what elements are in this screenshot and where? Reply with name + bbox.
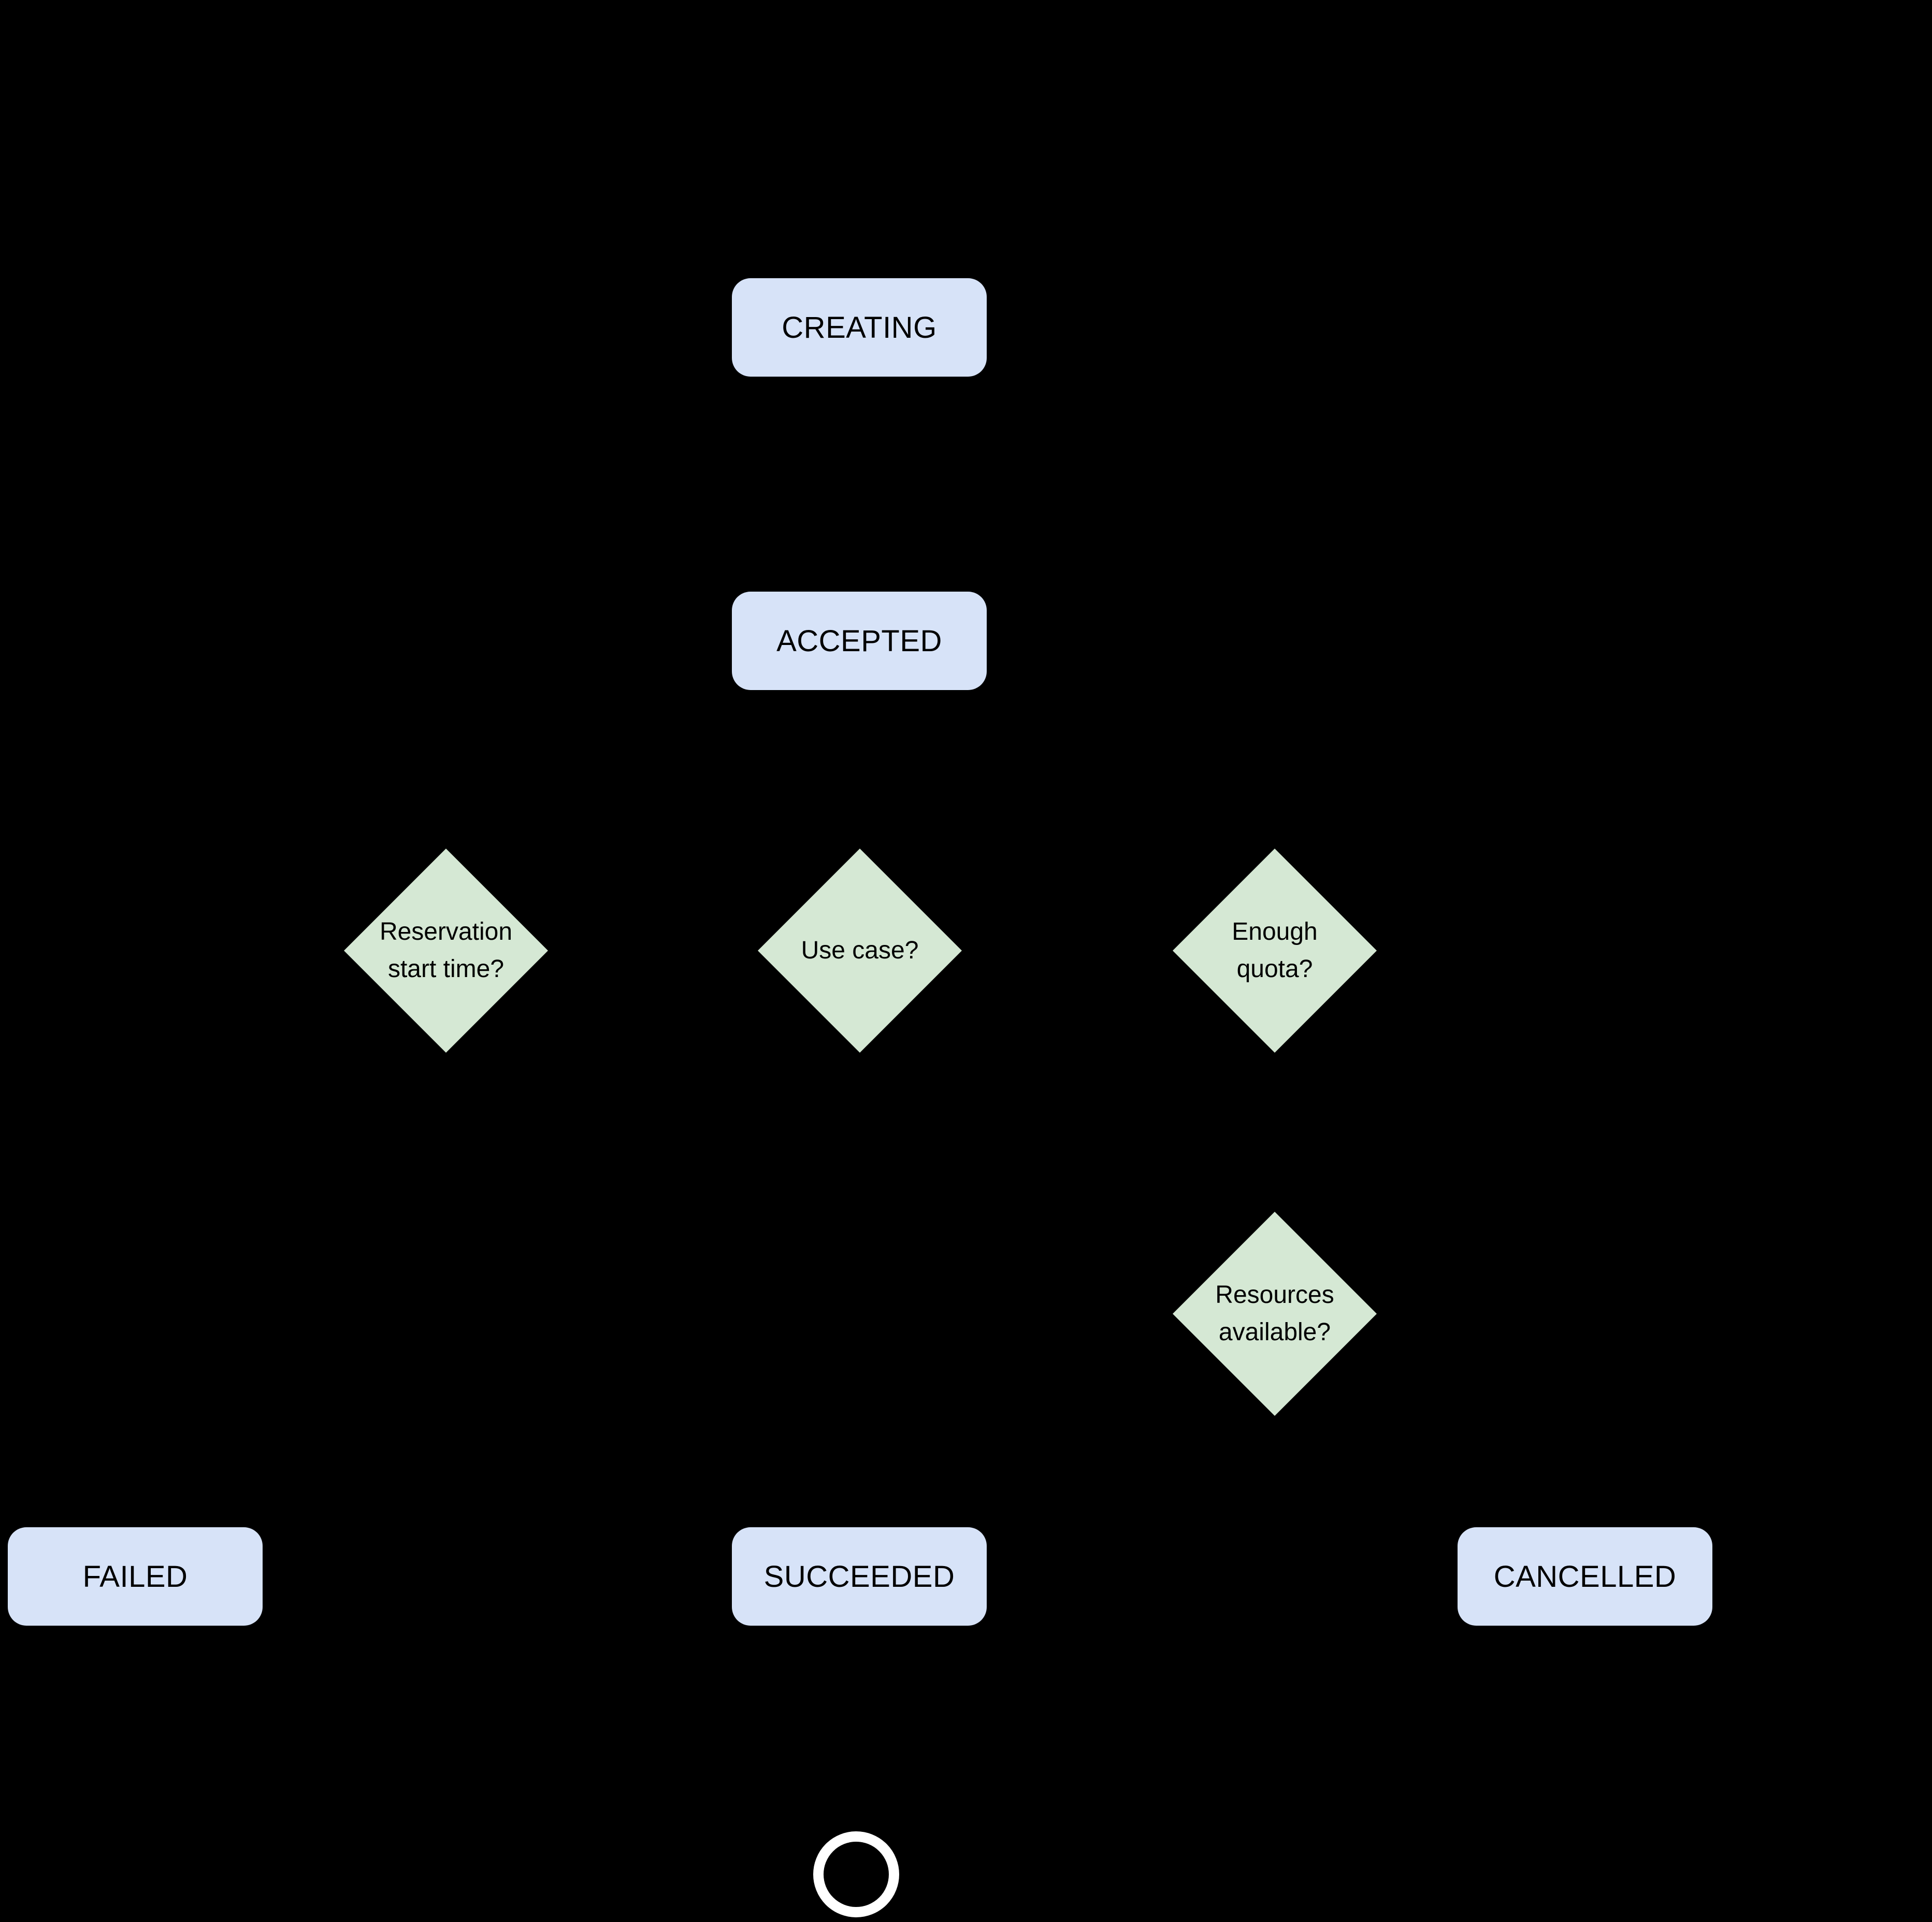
state-node-accepted: ACCEPTED: [732, 592, 987, 690]
final-state-ring-icon: [813, 1831, 899, 1917]
state-label: CREATING: [782, 310, 937, 345]
decision-label-line: Reservation: [379, 918, 513, 945]
state-node-cancelled: CANCELLED: [1458, 1527, 1712, 1626]
decision-label-line: Enough: [1232, 918, 1318, 945]
state-label: CANCELLED: [1493, 1559, 1677, 1594]
state-label: SUCCEEDED: [763, 1559, 955, 1594]
decision-label-line: quota?: [1236, 955, 1313, 983]
decision-node-reservation-start-time: Reservation start time?: [344, 849, 548, 1053]
state-node-failed: FAILED: [8, 1527, 263, 1626]
state-node-creating: CREATING: [732, 278, 987, 377]
decision-node-resources-available: Resources available?: [1173, 1212, 1377, 1416]
decision-label-line: Use case?: [801, 937, 919, 964]
decision-node-enough-quota: Enough quota?: [1173, 849, 1377, 1053]
decision-node-use-case: Use case?: [758, 849, 962, 1053]
decision-label-line: Resources: [1215, 1281, 1334, 1309]
decision-label-line: available?: [1218, 1318, 1331, 1346]
decision-label-line: start time?: [387, 955, 504, 983]
state-label: FAILED: [82, 1559, 188, 1594]
state-node-succeeded: SUCCEEDED: [732, 1527, 987, 1626]
state-label: ACCEPTED: [776, 624, 942, 658]
